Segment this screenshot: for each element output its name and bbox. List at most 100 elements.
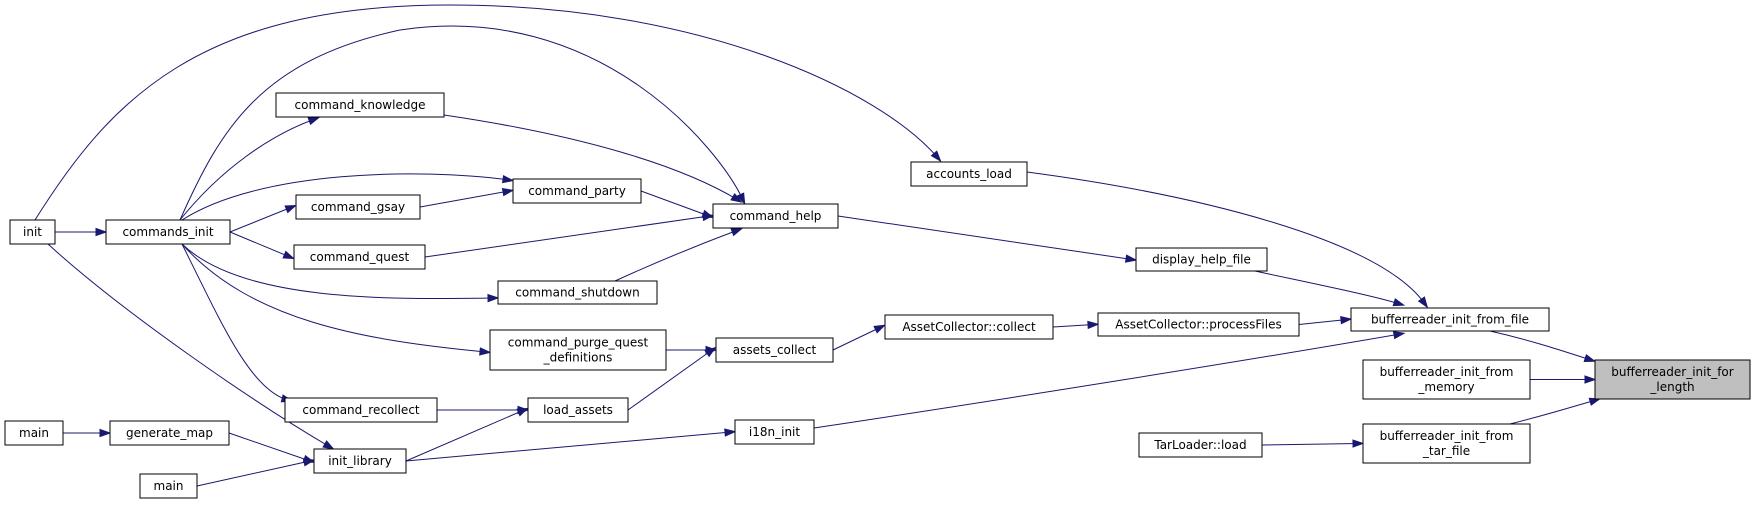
node-command_purge_quest_definitions[interactable]: command_purge_quest_definitions [489, 329, 667, 371]
edge-line [34, 4, 939, 221]
edge-line [1298, 319, 1348, 325]
node-box [884, 314, 1054, 340]
node-label: command_recollect [302, 403, 420, 417]
edge-i18n_init-to-bufferreader_init_from_file [813, 330, 1406, 429]
edge-commands_init-to-command_purge_quest_definitions [181, 243, 492, 356]
edge-line [640, 190, 710, 217]
node-bufferreader_init_from_file[interactable]: bufferreader_init_from_file [1350, 307, 1550, 332]
node-command_help[interactable]: command_help [712, 203, 839, 229]
node-box [512, 178, 642, 204]
node-command_quest[interactable]: command_quest [293, 244, 426, 270]
node-box [1362, 359, 1531, 400]
node-command_party[interactable]: command_party [512, 178, 642, 204]
node-load_assets[interactable]: load_assets [527, 397, 629, 423]
node-bufferreader_init_from_tar_file[interactable]: bufferreader_init_from_tar_file [1362, 423, 1531, 464]
node-bufferreader_init_from_memory[interactable]: bufferreader_init_from_memory [1362, 359, 1531, 400]
node-i18n_init[interactable]: i18n_init [734, 419, 815, 445]
edge-load_assets-to-assets_collect [627, 346, 717, 411]
edge-arrowhead [930, 150, 942, 163]
node-init[interactable]: init [9, 219, 56, 245]
edge-arrowhead [99, 428, 112, 438]
edge-arrowhead [479, 347, 492, 356]
node-box [1362, 423, 1531, 464]
edge-arrowhead [1340, 315, 1353, 325]
node-label: command_quest [310, 250, 410, 264]
node-label: display_help_file [1152, 253, 1251, 267]
edge-arrowhead [1584, 375, 1597, 384]
edge-init_library-to-load_assets [405, 407, 530, 462]
edge-line [1489, 330, 1592, 361]
edge-bufferreader_init_from_memory-to-bufferreader_init_for_length [1530, 375, 1597, 384]
edge-assets_collect-to-AssetCollector_collect [832, 324, 886, 351]
node-label: bufferreader_init_from [1380, 429, 1514, 443]
node-main_1[interactable]: main [4, 420, 64, 446]
node-commands_init[interactable]: commands_init [105, 219, 231, 245]
edge-arrowhead [516, 407, 530, 417]
edge-bufferreader_init_from_file-to-bufferreader_init_for_length [1489, 330, 1597, 363]
node-label: assets_collect [733, 343, 817, 357]
node-box [1594, 359, 1751, 400]
node-label: command_purge_quest [508, 336, 649, 350]
edge-line [47, 243, 331, 448]
node-TarLoader_load[interactable]: TarLoader::load [1138, 432, 1263, 458]
edge-arrowhead [1087, 320, 1100, 330]
node-accounts_load[interactable]: accounts_load [910, 161, 1028, 187]
node-box [284, 397, 438, 423]
node-command_recollect[interactable]: command_recollect [284, 397, 438, 423]
edge-commands_init-to-command_recollect [181, 243, 294, 403]
edge-AssetCollector_processFiles-to-bufferreader_init_from_file [1298, 315, 1353, 325]
edge-commands_init-to-command_shutdown [181, 243, 500, 303]
node-command_shutdown[interactable]: command_shutdown [497, 280, 658, 305]
edge-init-to-commands_init [55, 227, 108, 237]
edge-command_shutdown-to-command_help [614, 228, 744, 282]
node-label: init_library [328, 454, 392, 468]
node-label: bufferreader_init_from_file [1371, 313, 1529, 327]
edge-arrowhead [1124, 254, 1138, 263]
edge-commands_init-to-command_help [179, 25, 746, 221]
edge-main_1-to-generate_map [63, 428, 112, 438]
edge-arrowhead [1392, 298, 1406, 307]
edge-init-to-init_library [47, 243, 335, 450]
node-box [527, 397, 629, 423]
node-command_gsay[interactable]: command_gsay [295, 194, 421, 220]
edge-arrowhead [1392, 330, 1406, 340]
node-AssetCollector_collect[interactable]: AssetCollector::collect [884, 314, 1054, 340]
node-generate_map[interactable]: generate_map [109, 420, 230, 446]
node-command_knowledge[interactable]: command_knowledge [275, 92, 445, 118]
edge-TarLoader_load-to-bufferreader_init_from_tar_file [1261, 439, 1365, 448]
edge-line [1509, 399, 1597, 425]
node-box [489, 329, 667, 371]
edge-AssetCollector_collect-to-AssetCollector_processFiles [1052, 320, 1100, 330]
edge-arrowhead [501, 188, 515, 197]
edge-line [196, 460, 311, 487]
node-label: load_assets [543, 403, 613, 417]
edge-arrowhead [730, 228, 744, 237]
edge-arrowhead [736, 192, 746, 206]
edge-arrowhead [1417, 296, 1429, 309]
node-box [497, 280, 658, 305]
node-assets_collect[interactable]: assets_collect [715, 337, 834, 363]
edge-arrowhead [730, 193, 743, 203]
node-label: _tar_file [1422, 444, 1470, 458]
node-bufferreader_init_for_length[interactable]: bufferreader_init_for_length [1594, 359, 1751, 400]
edge-line [229, 206, 293, 233]
node-display_help_file[interactable]: display_help_file [1135, 247, 1268, 272]
edge-arrowhead [873, 324, 886, 334]
edge-line [179, 25, 744, 221]
node-label: main [154, 479, 184, 493]
edge-line [179, 118, 316, 221]
edge-init-to-accounts_load [34, 4, 942, 221]
node-box [139, 473, 198, 499]
edge-line [181, 243, 289, 401]
edge-init_library-to-i18n_init [405, 428, 737, 462]
node-main_2[interactable]: main [139, 473, 198, 499]
node-box [4, 420, 64, 446]
edge-line [424, 215, 710, 258]
node-box [715, 337, 834, 363]
node-init_library[interactable]: init_library [313, 448, 407, 474]
edge-line [181, 243, 487, 353]
node-box [293, 244, 426, 270]
node-AssetCollector_processFiles[interactable]: AssetCollector::processFiles [1097, 312, 1300, 337]
edge-arrowhead [501, 174, 515, 184]
edge-main_2-to-init_library [196, 458, 316, 487]
